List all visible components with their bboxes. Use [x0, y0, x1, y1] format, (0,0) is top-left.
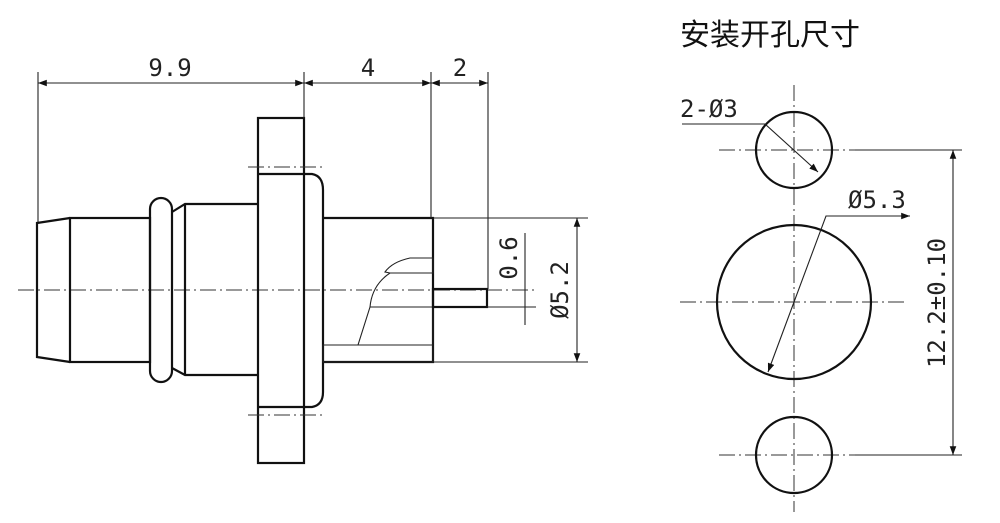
dim-diameter-5-2: Ø5.2 [546, 261, 574, 319]
outer-shell-section [322, 344, 434, 363]
mount-hole-top [754, 110, 834, 190]
dim-9-9: 9.9 [148, 54, 191, 82]
hub [304, 172, 325, 409]
o-ring [148, 196, 174, 384]
center-pin [431, 287, 489, 309]
label-center-hole: Ø5.3 [848, 186, 906, 214]
dim-2: 2 [453, 54, 467, 82]
insulator-section [357, 306, 434, 346]
mount-hole-bottom [754, 415, 834, 495]
label-hole-spacing: 12.2±0.10 [923, 238, 951, 368]
tip [35, 216, 71, 364]
body-step [171, 202, 258, 377]
dim-4: 4 [361, 54, 375, 82]
label-mount-holes: 2-Ø3 [680, 95, 738, 123]
cutout-title: 安装开孔尺寸 [680, 18, 860, 53]
connector-side-view: 9.9 4 2 0.6 Ø5.2 [18, 54, 588, 465]
panel-cutout-view: 安装开孔尺寸 2-Ø3 Ø5.3 12.2±0.10 [680, 18, 962, 512]
dim-0-6: 0.6 [495, 236, 523, 279]
flange [256, 116, 306, 465]
